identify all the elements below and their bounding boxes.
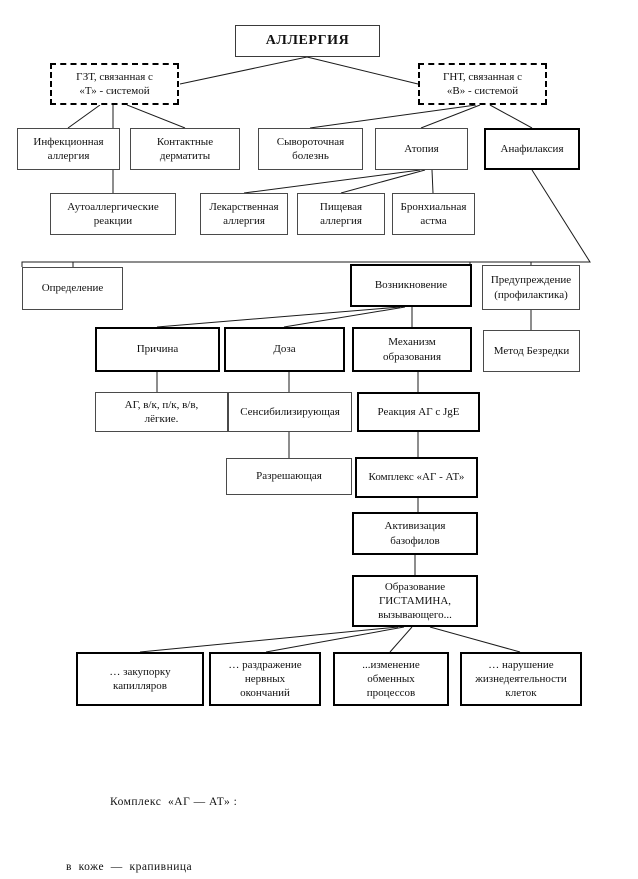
link-gnt-atopy bbox=[420, 104, 481, 129]
node-allergy[interactable]: АЛЛЕРГИЯ bbox=[235, 25, 380, 57]
node-atopy[interactable]: Атопия bbox=[375, 128, 468, 170]
legend-line-2: в коже — крапивница bbox=[66, 861, 193, 874]
node-cause[interactable]: Причина bbox=[95, 327, 220, 372]
link-atopy-food bbox=[340, 169, 426, 194]
node-reaction-jge[interactable]: Реакция АГ с JgE bbox=[357, 392, 480, 432]
node-gnt-label: ГНТ, связанная с«В» - системой bbox=[443, 70, 522, 97]
node-gzt-label: ГЗТ, связанная с«Т» - системой bbox=[76, 70, 153, 97]
node-atopy-label: Атопия bbox=[404, 142, 439, 155]
link-allergy-gzt bbox=[179, 56, 308, 85]
node-prevention-label: Предупреждение(профилактика) bbox=[490, 274, 572, 301]
link-gnt-anaphylaxis bbox=[489, 104, 533, 129]
link-gzt-infect bbox=[67, 104, 101, 129]
link-histamine-cell bbox=[429, 626, 521, 653]
link-histamine-capillaries bbox=[139, 626, 399, 653]
node-cause-label: Причина bbox=[136, 343, 179, 356]
node-sensitizing-dose-label: Сенсибилизирующая bbox=[240, 405, 340, 418]
node-anaphylaxis[interactable]: Анафилаксия bbox=[484, 128, 580, 170]
link-allergy-gnt bbox=[306, 56, 419, 85]
link-atopy-drug bbox=[243, 169, 421, 194]
node-occurrence[interactable]: Возникновение bbox=[350, 264, 472, 307]
node-definition[interactable]: Определение bbox=[22, 267, 123, 310]
node-resolving-dose[interactable]: Разрешающая bbox=[226, 458, 352, 495]
legend-line-1: Комплекс «АГ — АТ» : bbox=[110, 795, 238, 808]
link-gzt-contact bbox=[126, 104, 186, 129]
node-anaphylaxis-label: Анафилаксия bbox=[500, 142, 564, 155]
node-dose-label: Доза bbox=[273, 343, 296, 356]
node-complex-ag-at[interactable]: Комплекс «АГ - АТ» bbox=[355, 457, 478, 498]
node-prevention[interactable]: Предупреждение(профилактика) bbox=[482, 265, 580, 310]
legend-block: Комплекс «АГ — АТ» : в коже — крапивница… bbox=[66, 748, 306, 879]
node-bezredka-method-label: Метод Безредки bbox=[493, 344, 570, 357]
node-gnt[interactable]: ГНТ, связанная с«В» - системой bbox=[418, 63, 547, 105]
node-definition-label: Определение bbox=[41, 282, 104, 295]
node-ag-routes[interactable]: АГ, в/к, п/к, в/в,лёгкие. bbox=[95, 392, 228, 432]
node-complex-ag-at-label: Комплекс «АГ - АТ» bbox=[368, 471, 465, 484]
node-dose[interactable]: Доза bbox=[224, 327, 345, 372]
link-histamine-nerve bbox=[265, 626, 405, 653]
node-ag-routes-label: АГ, в/к, п/к, в/в,лёгкие. bbox=[124, 398, 199, 425]
link-gnt-serum bbox=[309, 104, 477, 129]
node-allergy-label: АЛЛЕРГИЯ bbox=[265, 33, 350, 49]
node-reaction-jge-label: Реакция АГ с JgE bbox=[377, 405, 460, 418]
link-atopy-asthma bbox=[431, 169, 434, 194]
node-sensitizing-dose[interactable]: Сенсибилизирующая bbox=[228, 392, 352, 432]
node-bezredka-method[interactable]: Метод Безредки bbox=[483, 330, 580, 372]
node-occurrence-label: Возникновение bbox=[374, 279, 448, 292]
node-gzt[interactable]: ГЗТ, связанная с«Т» - системой bbox=[50, 63, 179, 105]
link-occurrence-cause bbox=[156, 306, 401, 328]
link-histamine-metabolic bbox=[389, 626, 413, 653]
node-resolving-dose-label: Разрешающая bbox=[256, 470, 322, 483]
link-occurrence-dose bbox=[283, 306, 406, 328]
